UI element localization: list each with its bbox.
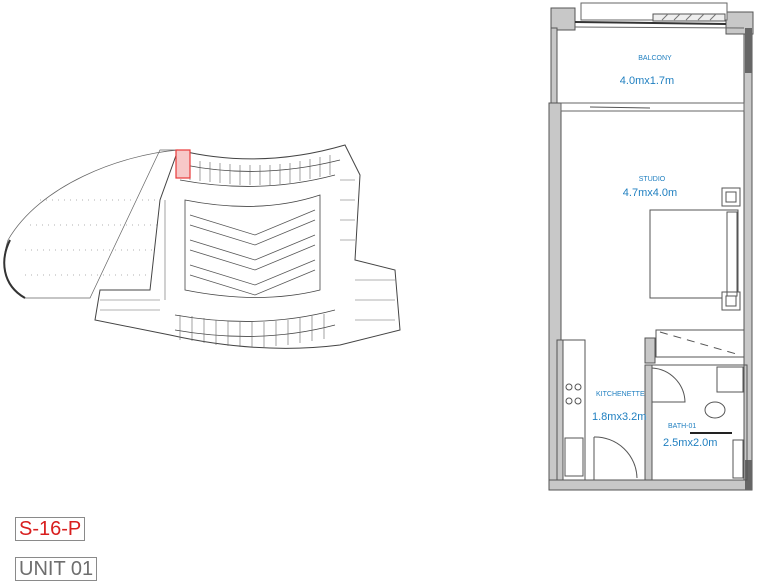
key-plan [3, 144, 401, 349]
room-name-kitchenette: KITCHENETTE [596, 391, 645, 398]
room-size-balcony: 4.0mx1.7m [620, 75, 674, 87]
room-name-bath: BATH-01 [668, 423, 696, 430]
room-name-studio: STUDIO [639, 176, 666, 183]
unit-plan: BALCONY 4.0mx1.7m STUDIO 4.7mx4.0m KITCH… [548, 2, 754, 491]
unit-number-tag: UNIT 01 [15, 557, 98, 581]
room-name-balcony: BALCONY [638, 55, 672, 62]
room-size-kitchenette: 1.8mx3.2m [592, 411, 646, 423]
unit-highlight [175, 149, 191, 179]
room-size-studio: 4.7mx4.0m [623, 187, 677, 199]
room-size-bath: 2.5mx2.0m [663, 437, 717, 449]
unit-code-tag: S-16-P [15, 517, 86, 541]
